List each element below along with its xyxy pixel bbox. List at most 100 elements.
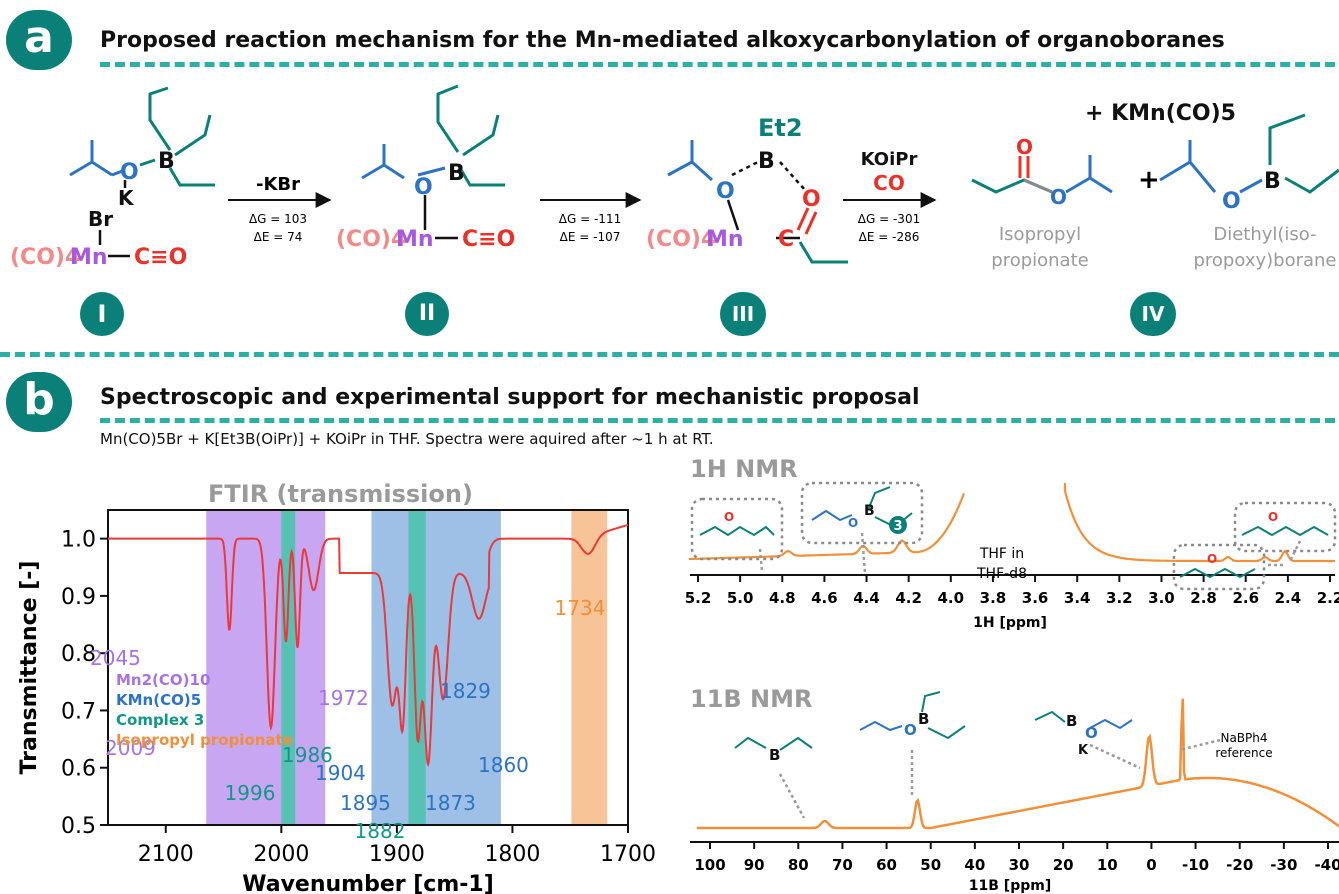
iii-o-atom: O [716,179,735,204]
band-kmnco5 [371,510,501,825]
h-nmr-xtick-label: 2.8 [1190,589,1217,607]
b-nmr-xtick-label: 50 [920,856,941,874]
i-co-ligand: C≡O [134,245,187,270]
intermediate-badge-ii: II [405,292,449,336]
i-o-atom: O [120,160,139,185]
b-nmr-xtick-label: -30 [1270,856,1297,874]
step3-reagent2: CO [873,171,905,195]
ftir-peak-label: 1860 [478,753,529,777]
ftir-peak-label: 1904 [315,761,366,785]
ftir-ytick-label: 0.8 [61,642,96,667]
b-nmr-xlabel: 11B [ppm] [969,878,1051,894]
ftir-legend-item: Mn2(CO)10 [116,671,210,689]
h-nmr-xtick-label: 4.6 [811,589,838,607]
i-br-atom: Br [88,207,113,231]
b-nmr-b-atom: B [1066,712,1077,730]
b-nmr-xtick-label: -20 [1226,856,1253,874]
h-nmr-xtick-label: 2.2 [1317,589,1339,607]
ftir-peak-label: 1996 [225,781,276,805]
h-nmr-assign-arrow [758,548,764,572]
h-nmr-structure-box [690,497,784,561]
b-nmr-xtick-label: 20 [1053,856,1074,874]
h-nmr-xtick-label: 3.4 [1064,589,1091,607]
ii-mn-atom: Mn [396,227,434,252]
panel-a-divider [100,62,1335,67]
b-nmr-o-atom: O [904,721,917,739]
ftir-peak-label: 1829 [440,679,491,703]
b-nmr-b-atom: B [769,746,780,764]
ii-co-ligand: C≡O [462,227,515,252]
intermediate-badge-i: I [80,292,124,336]
h-nmr-thf-label-2: THF-d8 [976,566,1027,582]
product-name-ester: Isopropyl propionate [991,224,1089,271]
i-b-atom: B [158,149,175,174]
h-nmr-structure-box [800,481,924,545]
ftir-ylabel: Transmittance [-] [17,561,42,775]
h-nmr-mini-structures [699,486,1329,579]
step1-dg: ΔG = 103 [249,212,307,226]
b-nmr-assign-arrow [1179,738,1221,752]
ftir-peak-label: 1882 [355,819,406,843]
b-nmr-xtick-label: 10 [1097,856,1118,874]
b-nmr-b-atom: B [918,710,929,728]
b-nmr-k-atom: K [1078,743,1089,758]
h-nmr-structure-box [1172,543,1266,591]
b-nmr-assign-arrow [1089,743,1141,770]
iii-et2-label: Et2 [758,114,803,142]
ftir-ytick-label: 1.0 [61,528,96,553]
band-complex-1 [281,510,296,825]
step1-reagent: -KBr [256,174,300,195]
ester-o: O [1050,185,1067,209]
borane-b: B [1264,169,1281,194]
panel-b-badge: b [6,372,72,432]
band-ester [571,510,608,825]
iii-mn-atom: Mn [706,227,744,252]
iii-b-atom: B [758,149,775,174]
h-nmr-xtick-label: 4.0 [938,589,965,607]
b-nmr-assign-arrow [778,773,806,819]
ftir-peak-label: 1734 [555,596,606,620]
panel-divider [0,352,1339,357]
ftir-ytick-label: 0.6 [61,757,96,782]
h-nmr-xtick-label: 3.0 [1148,589,1175,607]
intermediate-badge-iii: III [720,292,766,336]
ftir-xlabel: Wavenumber [cm-1] [242,872,494,894]
step2-dg: ΔG = -111 [559,212,621,226]
step1-de: ΔE = 74 [254,230,303,244]
ii-o-atom: O [414,175,433,200]
panel-b-divider [100,418,1335,423]
ftir-legend-item: KMn(CO)5 [116,691,201,709]
ftir-trace [108,523,629,768]
ftir-peak-label: 1972 [318,686,369,710]
ftir-legend-item: Complex 3 [116,711,204,729]
h-nmr-b-atom: B [864,503,875,519]
h-nmr-trace-right [1063,483,1335,563]
ftir-ytick-label: 0.7 [61,699,96,724]
ftir-title: FTIR (transmission) [208,480,473,508]
b-nmr-reference-label-2: reference [1215,746,1272,760]
b-nmr-xtick-label: 70 [832,856,853,874]
ftir-xtick-label: 1900 [369,842,425,867]
intermediate-iii-structure [667,140,848,264]
b-nmr-xtick-label: 30 [1009,856,1030,874]
panel-b-subtitle: Mn(CO)5Br + K[Et3B(OiPr)] + KOiPr in THF… [100,430,714,448]
h-nmr-complex-badge [889,516,907,534]
step2-de: ΔE = -107 [560,230,621,244]
h-nmr-complex-number: 3 [893,519,902,534]
h-nmr-xtick-label: 3.8 [980,589,1007,607]
h-nmr-thf-label: THF in [979,546,1024,562]
panel-a-title: Proposed reaction mechanism for the Mn-m… [100,28,1225,53]
ftir-ytick-label: 0.5 [61,814,96,839]
iii-carbonyl-o: O [802,187,821,212]
iii-c-atom: C [778,227,794,252]
iii-co4-label: (CO)4 [646,227,716,252]
b-nmr-mini-structures [734,691,1133,751]
step3-dg: ΔG = -301 [858,212,920,226]
ftir-peak-label: 1873 [425,791,476,815]
b-nmr-title: 11B NMR [690,685,813,713]
h-nmr-xtick-label: 4.8 [769,589,796,607]
h-nmr-o-atom: O [1268,510,1278,524]
